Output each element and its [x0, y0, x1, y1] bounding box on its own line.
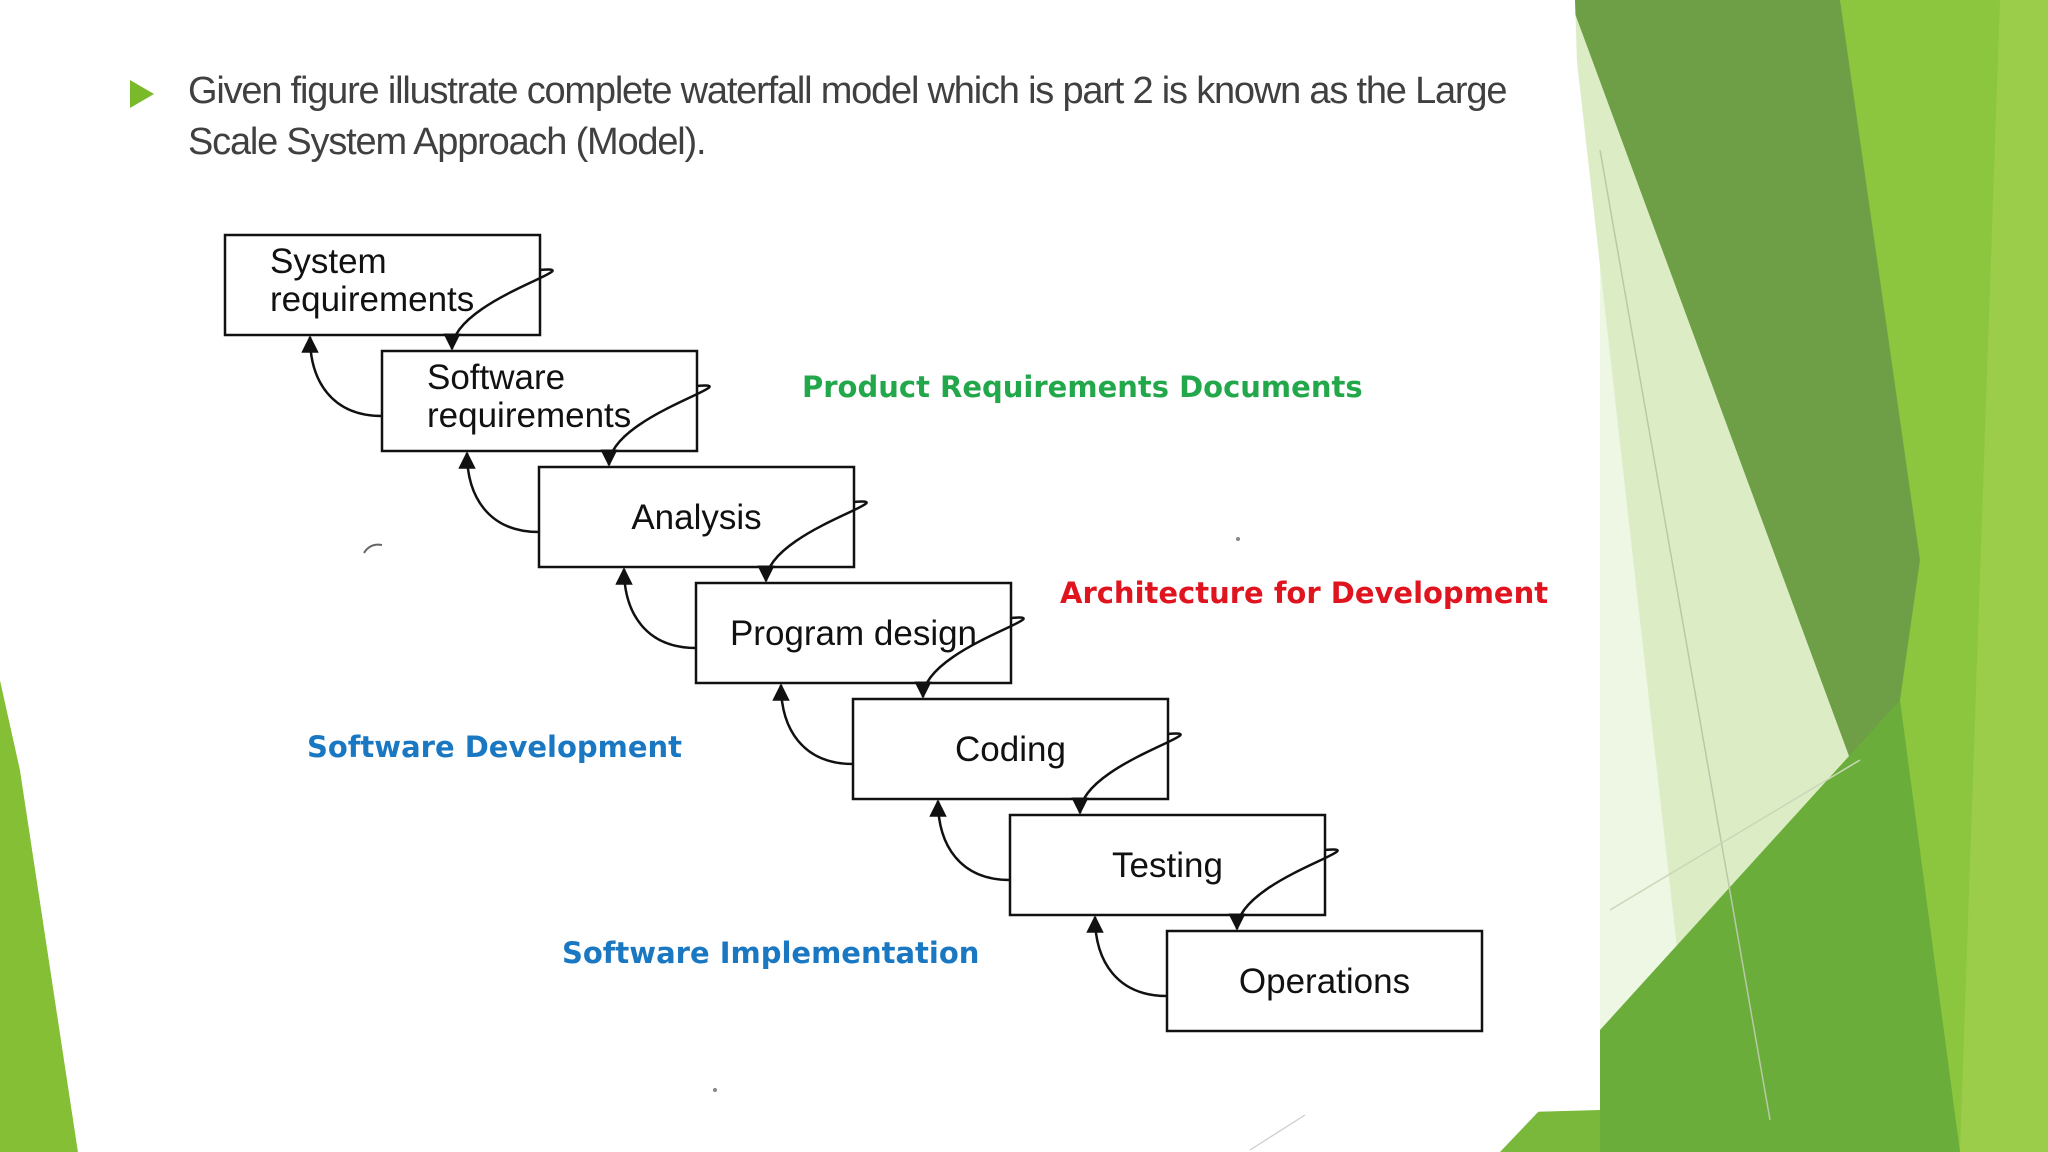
scan-mark: [364, 545, 382, 553]
stage-label: requirements: [427, 396, 631, 435]
stage-program-design: Program design: [696, 583, 1011, 683]
stage-label: Software: [427, 358, 565, 397]
feedback-flow-arrow: [467, 453, 539, 532]
feedback-flow-arrow: [1095, 917, 1167, 996]
scan-dot: [1236, 537, 1240, 541]
stage-label: Testing: [1112, 846, 1223, 885]
stage-analysis: Analysis: [539, 467, 854, 567]
annotation-software-development: Software Development: [307, 730, 682, 764]
feedback-flow-arrow: [781, 685, 853, 764]
annotation-software-implementation: Software Implementation: [562, 936, 979, 970]
stage-label: Analysis: [631, 498, 761, 537]
stage-label: System: [270, 242, 387, 281]
stage-label: Coding: [955, 730, 1066, 769]
stage-operations: Operations: [1167, 931, 1482, 1031]
feedback-flow-arrow: [624, 569, 696, 648]
feedback-flow-arrow: [310, 337, 382, 416]
scan-dot: [713, 1088, 717, 1092]
stage-label: Program design: [730, 614, 977, 653]
stage-testing: Testing: [1010, 815, 1325, 915]
stage-coding: Coding: [853, 699, 1168, 799]
stage-label: requirements: [270, 280, 474, 319]
stage-label: Operations: [1239, 962, 1410, 1001]
annotation-architecture: Architecture for Development: [1060, 576, 1548, 610]
feedback-flow-arrow: [938, 801, 1010, 880]
annotation-product-requirements: Product Requirements Documents: [802, 370, 1363, 404]
